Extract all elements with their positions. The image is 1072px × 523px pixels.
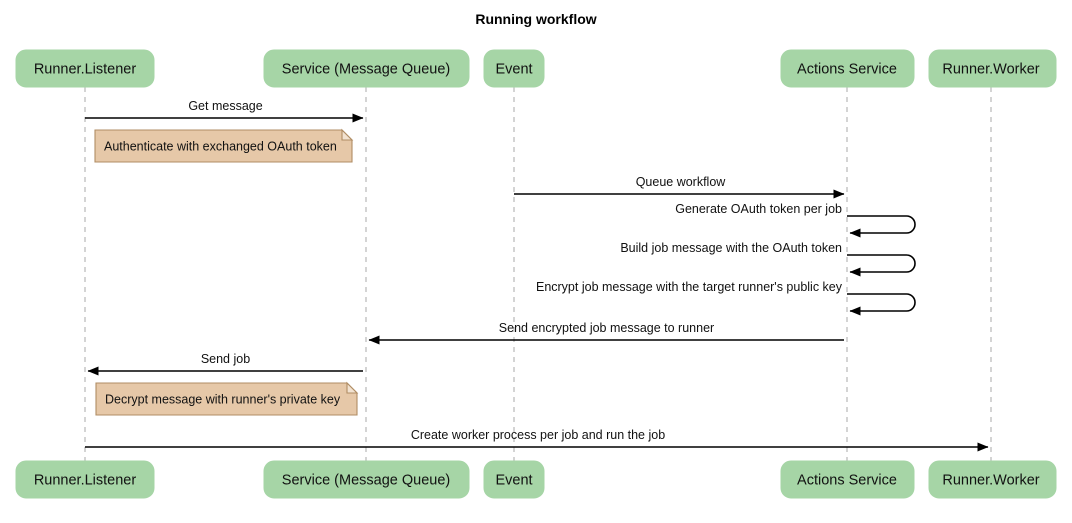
note-fold-icon-decrypt-message-with-runners-private-key (346, 381, 359, 394)
message-label-encrypt-job-message-with-the-target-runners-public-key: Encrypt job message with the target runn… (536, 280, 843, 294)
lifelines-group (84, 87, 992, 461)
message-label-generate-oauth-token-per-job: Generate OAuth token per job (675, 202, 842, 216)
message-queue-workflow: Queue workflow (514, 175, 845, 199)
participant-label-event-bottom: Event (495, 472, 532, 488)
participant-label-runner-worker-bottom: Runner.Worker (942, 472, 1039, 488)
participant-box-actions-service-bottom[interactable] (780, 460, 915, 499)
message-label-send-job: Send job (201, 352, 250, 366)
participant-box-runner-listener-top[interactable] (15, 49, 155, 88)
participant-label-runner-listener-bottom: Runner.Listener (34, 472, 137, 488)
note-fold-icon-authenticate-with-exchanged-oauth-token (341, 128, 354, 141)
message-get-message: Get message (85, 99, 364, 123)
note-body-decrypt-message-with-runners-private-key (95, 382, 358, 416)
participant-box-service-message-queue-bottom[interactable] (263, 460, 470, 499)
message-line-encrypt-job-message-with-the-target-runners-public-key (847, 293, 916, 316)
participant-box-runner-worker-bottom[interactable] (928, 460, 1057, 499)
message-generate-oauth-token-per-job: Generate OAuth token per job (675, 202, 916, 238)
diagram-title-group: Running workflow (475, 11, 596, 27)
message-label-create-worker-process-per-job-and-run-the-job: Create worker process per job and run th… (411, 428, 665, 442)
participant-label-runner-worker-top: Runner.Worker (942, 61, 1039, 77)
participant-label-runner-listener-top: Runner.Listener (34, 61, 137, 77)
message-create-worker-process-per-job-and-run-the-job: Create worker process per job and run th… (85, 428, 989, 452)
page-title: Running workflow (475, 11, 596, 27)
participant-box-event-bottom[interactable] (483, 460, 545, 499)
message-send-job: Send job (87, 352, 363, 376)
message-label-get-message: Get message (188, 99, 262, 113)
note-label-decrypt-message-with-runners-private-key: Decrypt message with runner's private ke… (105, 392, 341, 406)
participant-box-runner-worker-top[interactable] (928, 49, 1057, 88)
participants-footer-group: Runner.Listener Service (Message Queue) Ev… (15, 460, 1057, 499)
participant-label-service-message-queue-bottom: Service (Message Queue) (282, 472, 450, 488)
message-label-build-job-message-with-the-oauth-token: Build job message with the OAuth token (620, 241, 842, 255)
message-build-job-message-with-the-oauth-token: Build job message with the OAuth token (620, 241, 916, 277)
note-decrypt-message-with-runners-private-key: Decrypt message with runner's private ke… (95, 381, 359, 416)
participant-box-runner-listener-bottom[interactable] (15, 460, 155, 499)
participant-label-service-message-queue-top: Service (Message Queue) (282, 61, 450, 77)
message-line-generate-oauth-token-per-job (847, 215, 916, 238)
participants-header-group: Runner.Listener Service (Message Queue) Ev… (15, 49, 1057, 88)
message-label-queue-workflow: Queue workflow (636, 175, 727, 189)
message-label-send-encrypted-job-message-to-runner: Send encrypted job message to runner (499, 321, 714, 335)
note-label-authenticate-with-exchanged-oauth-token: Authenticate with exchanged OAuth token (104, 139, 337, 153)
participant-label-event-top: Event (495, 61, 532, 77)
message-line-build-job-message-with-the-oauth-token (847, 254, 916, 277)
notes-group: Authenticate with exchanged OAuth tokenD… (94, 128, 359, 416)
participant-box-service-message-queue-top[interactable] (263, 49, 470, 88)
message-send-encrypted-job-message-to-runner: Send encrypted job message to runner (368, 321, 844, 345)
participant-box-event-top[interactable] (483, 49, 545, 88)
participant-label-actions-service-top: Actions Service (797, 61, 897, 77)
participant-box-actions-service-top[interactable] (780, 49, 915, 88)
message-encrypt-job-message-with-the-target-runners-public-key: Encrypt job message with the target runn… (536, 280, 916, 316)
participant-label-actions-service-bottom: Actions Service (797, 472, 897, 488)
note-body-authenticate-with-exchanged-oauth-token (94, 129, 353, 163)
note-authenticate-with-exchanged-oauth-token: Authenticate with exchanged OAuth token (94, 128, 354, 163)
